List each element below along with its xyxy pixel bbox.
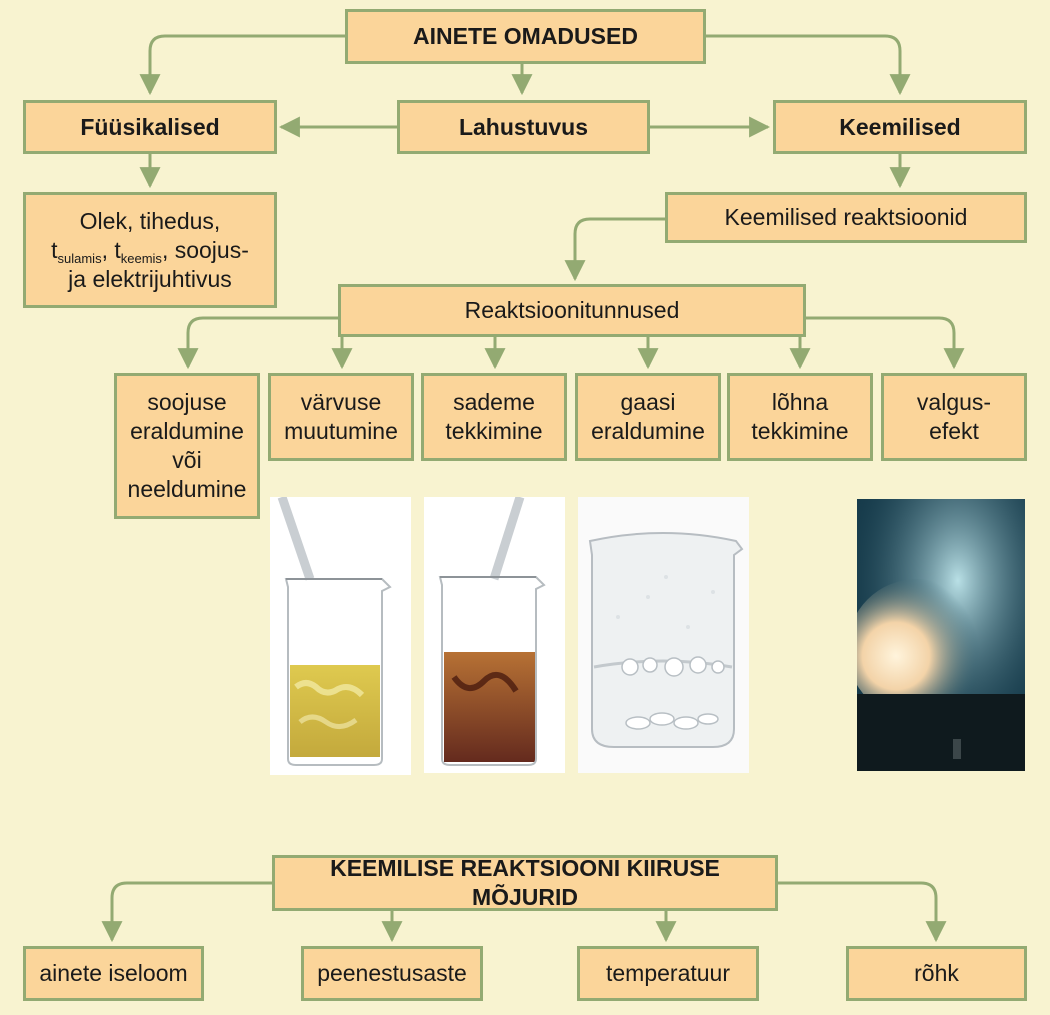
rate-factors-title-box: KEEMILISE REAKTSIOONI KIIRUSE MÕJURID — [272, 855, 778, 911]
sign-light-label: valgus- efekt — [916, 389, 992, 444]
physical-details-line1: Olek, tihedus, — [79, 207, 221, 234]
light-effect-photo — [857, 499, 1025, 771]
arrow-rate-to-pressure — [778, 881, 947, 943]
factor-temperature-box: temperatuur — [577, 946, 759, 1001]
rate-factors-title: KEEMILISE REAKTSIOONI KIIRUSE MÕJURID — [330, 855, 720, 910]
beaker-color-change-photo — [424, 497, 565, 773]
arrow-reactions-to-signs — [564, 217, 665, 282]
title-properties: AINETE OMADUSED — [413, 23, 638, 49]
factor-fineness-label: peenestusaste — [317, 960, 467, 986]
arrow-signs-to-light — [806, 316, 965, 370]
factor-nature-box: ainete iseloom — [23, 946, 204, 1001]
boiling-subscript: keemis — [120, 250, 162, 266]
chemical-properties-box: Keemilised — [773, 100, 1027, 154]
melting-subscript: sulamis — [57, 250, 102, 266]
sign-heat-label: soojuse eraldumine või neeldumine — [127, 389, 247, 502]
solubility-label: Lahustuvus — [458, 113, 589, 140]
chemical-reactions-label: Keemilised reaktsioonid — [724, 204, 968, 230]
arrow-title-to-chemical — [706, 34, 911, 96]
chemical-properties-label: Keemilised — [839, 113, 961, 140]
sign-heat-box: soojuse eraldumine või neeldumine — [114, 373, 260, 519]
solubility-box: Lahustuvus — [397, 100, 650, 154]
physical-details-line2: tsulamis, tkeemis, soojus- — [51, 236, 249, 266]
beaker-gas-bubbles-photo — [578, 497, 749, 773]
physical-properties-label: Füüsikalised — [80, 113, 220, 140]
sign-smell-label: lõhna tekkimine — [751, 389, 849, 444]
sign-light-box: valgus- efekt — [881, 373, 1027, 461]
sign-gas-box: gaasi eraldumine — [575, 373, 721, 461]
physical-properties-box: Füüsikalised — [23, 100, 277, 154]
chemical-reactions-box: Keemilised reaktsioonid — [665, 192, 1027, 243]
physical-details-box: Olek, tihedus, tsulamis, tkeemis, soojus… — [23, 192, 277, 308]
reaction-signs-box: Reaktsioonitunnused — [338, 284, 806, 337]
sign-precipitate-label: sademe tekkimine — [445, 389, 543, 444]
sign-color-box: värvuse muutumine — [268, 373, 414, 461]
factor-fineness-box: peenestusaste — [301, 946, 483, 1001]
factor-pressure-label: rõhk — [914, 960, 959, 986]
arrow-title-to-physical — [139, 34, 345, 96]
arrow-rate-to-nature — [101, 881, 272, 943]
physical-details-line3: ja elektrijuhtivus — [68, 265, 232, 292]
sign-gas-label: gaasi eraldumine — [591, 389, 705, 444]
factor-pressure-box: rõhk — [846, 946, 1027, 1001]
sign-precipitate-box: sademe tekkimine — [421, 373, 567, 461]
sign-color-label: värvuse muutumine — [284, 389, 398, 444]
factor-nature-label: ainete iseloom — [39, 960, 188, 986]
arrow-signs-to-heat — [177, 316, 338, 370]
title-box-properties: AINETE OMADUSED — [345, 9, 706, 64]
beaker-yellow-precipitate-photo — [270, 497, 411, 775]
factor-temperature-label: temperatuur — [605, 960, 730, 986]
sign-smell-box: lõhna tekkimine — [727, 373, 873, 461]
reaction-signs-label: Reaktsioonitunnused — [464, 297, 680, 323]
